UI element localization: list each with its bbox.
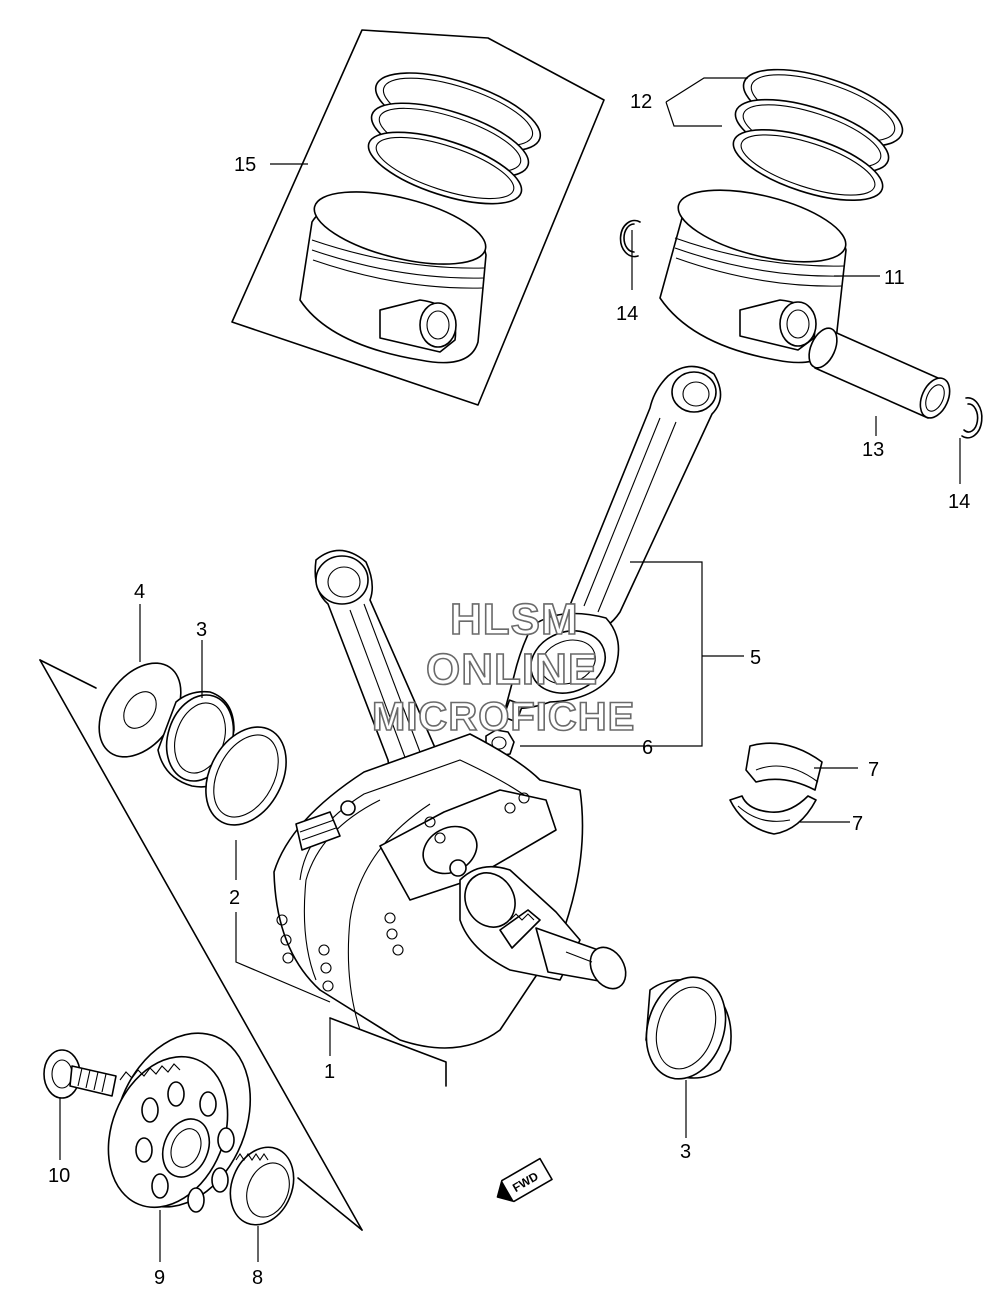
callout-4: 4 bbox=[134, 581, 145, 603]
callout-14-left: 14 bbox=[616, 303, 638, 325]
callout-12: 12 bbox=[630, 91, 652, 113]
callout-15: 15 bbox=[234, 154, 256, 176]
callout-14-right: 14 bbox=[948, 491, 970, 513]
primary-drive-gear-9[interactable] bbox=[87, 1013, 275, 1228]
callout-5: 5 bbox=[750, 647, 761, 669]
callout-3-left: 3 bbox=[196, 619, 207, 641]
callout-8: 8 bbox=[252, 1267, 263, 1289]
circlip-14-left[interactable] bbox=[619, 219, 641, 258]
callout-11: 11 bbox=[884, 267, 905, 289]
callout-1: 1 bbox=[324, 1061, 335, 1083]
callout-7-upper: 7 bbox=[868, 759, 879, 781]
callout-9: 9 bbox=[154, 1267, 165, 1289]
forward-direction-badge: FWD bbox=[496, 1157, 553, 1203]
callout-10: 10 bbox=[48, 1165, 70, 1187]
crankshaft-1[interactable] bbox=[273, 549, 633, 1049]
rod-bearing-7-lower[interactable] bbox=[729, 795, 817, 835]
callout-2: 2 bbox=[229, 887, 240, 909]
bolt-10[interactable] bbox=[43, 1049, 117, 1099]
piston-rings-12[interactable] bbox=[725, 54, 911, 215]
piston-pin-13[interactable] bbox=[803, 324, 955, 423]
callout-7-lower: 7 bbox=[852, 813, 863, 835]
callout-6: 6 bbox=[642, 737, 653, 759]
connecting-rod-5[interactable] bbox=[502, 365, 722, 723]
watermark-line-3: MICROFICHE bbox=[372, 695, 635, 739]
callout-labels: 15 12 11 14 13 14 5 6 7 7 4 3 2 1 3 10 9… bbox=[48, 91, 970, 1289]
circlip-14-right[interactable] bbox=[961, 397, 983, 439]
callout-13: 13 bbox=[862, 439, 884, 461]
piston-kit-group-15[interactable] bbox=[231, 29, 605, 406]
crankshaft-group-outline bbox=[39, 659, 447, 1231]
needle-bearing-8[interactable] bbox=[219, 1138, 305, 1235]
bearing-ring-2[interactable] bbox=[190, 713, 302, 839]
watermark-line-1: HLSM bbox=[450, 595, 579, 644]
watermark-line-2: ONLINE bbox=[426, 645, 598, 694]
main-bearing-3-right[interactable] bbox=[634, 967, 738, 1089]
leader-lines bbox=[59, 77, 961, 1262]
callout-3-right: 3 bbox=[680, 1141, 691, 1163]
rod-bearing-7-upper[interactable] bbox=[745, 742, 823, 791]
watermark: HLSM ONLINE MICROFICHE bbox=[371, 594, 635, 740]
